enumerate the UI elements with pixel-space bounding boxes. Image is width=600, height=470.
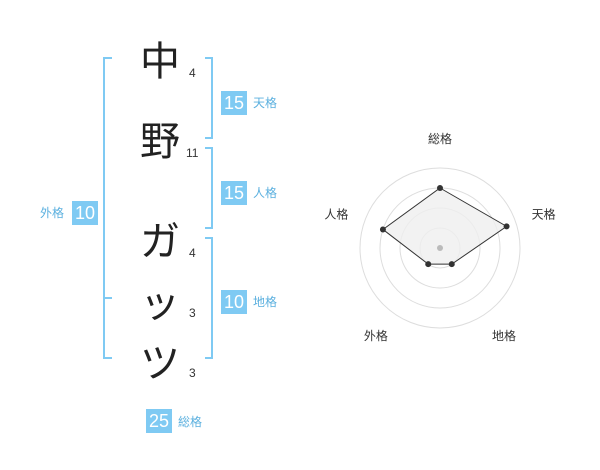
jinkaku-value-badge: 15: [221, 181, 248, 205]
stroke-count-5: 3: [189, 366, 196, 380]
jinkaku-bracket: [205, 147, 213, 229]
radar-center-dot: [437, 245, 443, 251]
name-char-2: 野: [140, 119, 180, 165]
name-char-5: ツ: [140, 341, 180, 387]
stroke-count-4: 3: [189, 306, 196, 320]
tenkaku-label: 天格: [253, 96, 278, 110]
stroke-count-1: 4: [189, 66, 196, 80]
chikaku-value-badge: 10: [221, 290, 248, 314]
radar-axis-label-5: 人格: [324, 206, 348, 221]
radar-axis-label-1: 総格: [428, 131, 452, 146]
radar-axis-label-2: 天格: [532, 206, 556, 221]
radar-point-1: [437, 185, 443, 191]
radar-point-5: [379, 226, 386, 233]
name-char-1: 中: [140, 39, 180, 85]
gaikaku-label: 外格: [40, 206, 65, 220]
chikaku-label: 地格: [253, 295, 278, 309]
stroke-count-3: 4: [189, 246, 196, 260]
stroke-count-2: 11: [186, 146, 199, 160]
soukaku-value-badge: 25: [146, 409, 173, 433]
tenkaku-bracket: [205, 57, 213, 139]
radar-axis-label-4: 外格: [364, 328, 388, 343]
radar-point-4: [425, 261, 432, 268]
radar-ring-4: [359, 167, 521, 329]
soukaku-label: 総格: [178, 415, 203, 429]
radar-point-3: [448, 261, 455, 268]
name-char-4: ッ: [140, 281, 180, 327]
radar-axis-label-3: 地格: [492, 328, 516, 343]
gaikaku-bracket: [103, 57, 112, 359]
radar-point-2: [503, 223, 510, 230]
gaikaku-value-badge: 10: [72, 201, 99, 225]
tenkaku-value-badge: 15: [221, 91, 248, 115]
radar-polygon: [382, 187, 508, 265]
name-char-3: ガ: [140, 219, 180, 265]
chikaku-bracket: [205, 237, 213, 359]
jinkaku-label: 人格: [253, 186, 278, 200]
